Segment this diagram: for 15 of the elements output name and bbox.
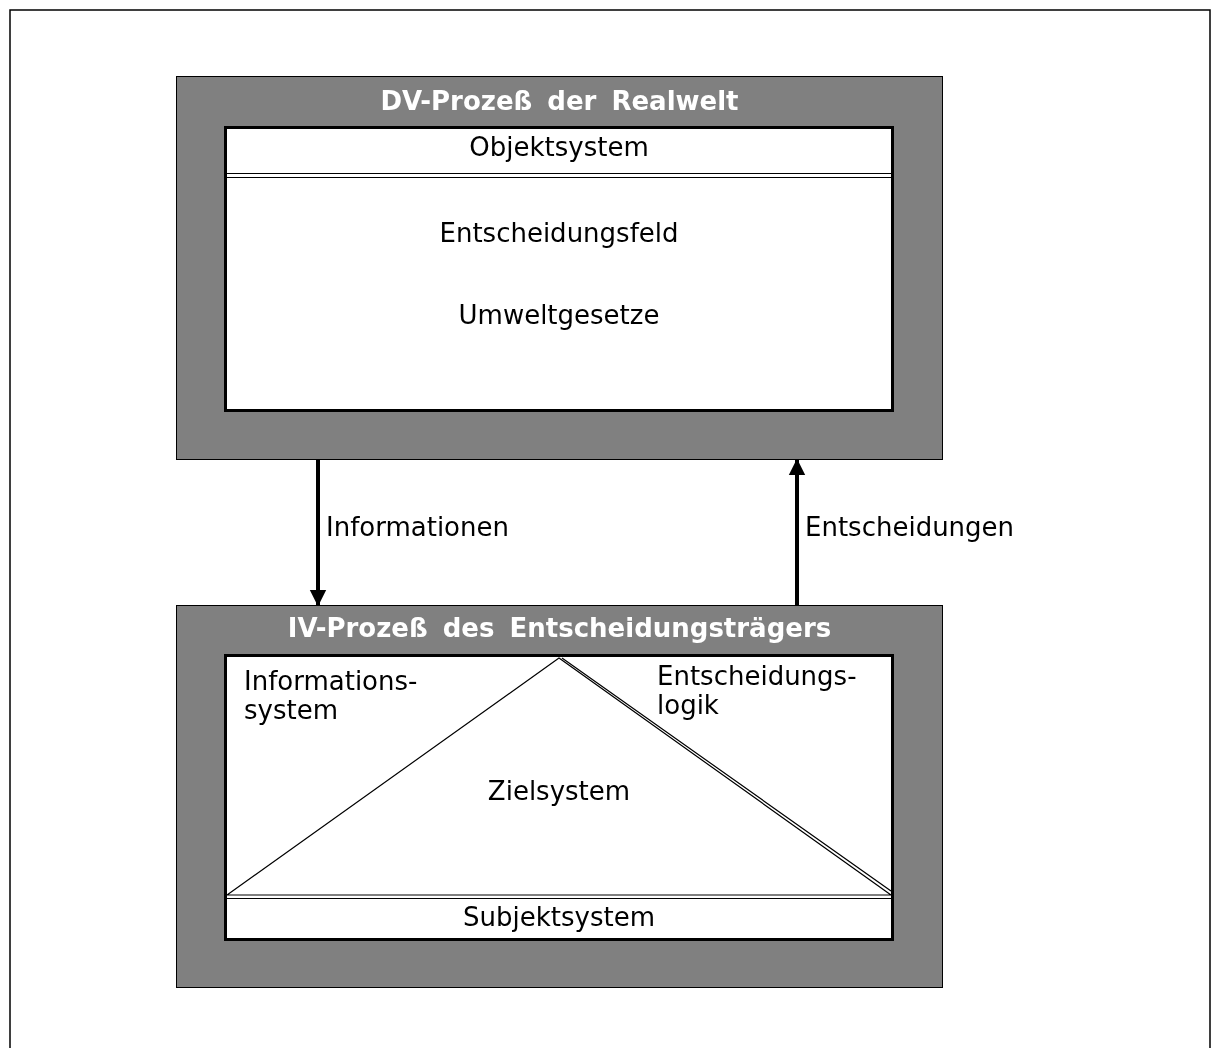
content-box (224, 654, 894, 941)
panel-title: DV-Prozeß der Realwelt (379, 87, 740, 116)
region-label: Entscheidungs- logik (657, 662, 858, 720)
process-panel (176, 605, 943, 988)
section-label: Objektsystem (468, 133, 650, 162)
section-label: Subjektsystem (462, 903, 656, 932)
panel-title: IV-Prozeß des Entscheidungsträgers (286, 614, 833, 643)
arrow (309, 460, 327, 607)
section-label: Umweltgesetze (457, 301, 661, 330)
process-panel (176, 76, 943, 460)
section-label: Entscheidungsfeld (438, 219, 680, 248)
region-label: Informations- system (244, 667, 419, 725)
content-box (224, 126, 894, 412)
arrow (788, 458, 806, 605)
section-label: Zielsystem (486, 777, 632, 806)
